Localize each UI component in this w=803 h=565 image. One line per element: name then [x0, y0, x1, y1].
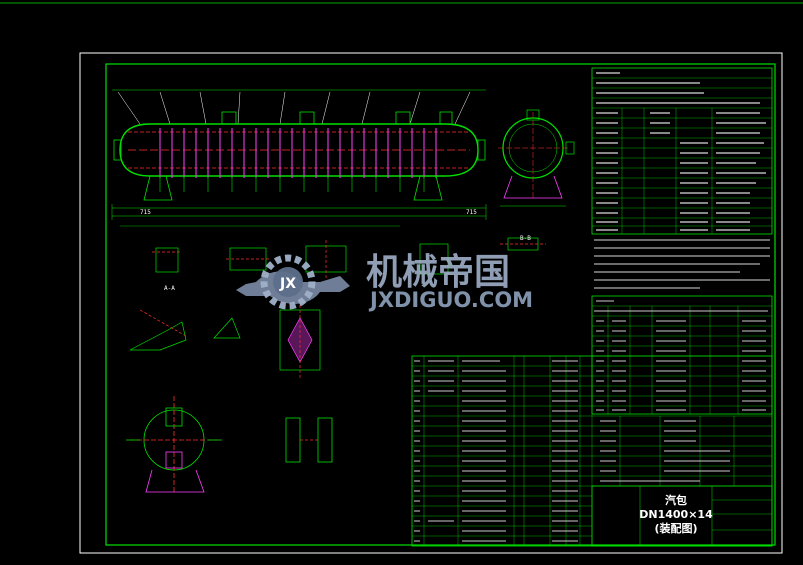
dim-right: 715 [466, 209, 477, 216]
watermark-cn: 机械帝国 [366, 252, 510, 293]
drawing-title: 汽包 [665, 493, 687, 507]
outer-sheet-frame [79, 52, 783, 554]
logo-text: JX [279, 276, 296, 292]
section-view-bottom [126, 396, 333, 493]
dim-left: 715 [140, 209, 151, 216]
watermark-en: JXDIGUO.COM [368, 288, 533, 312]
drawing-spec: DN1400×14 [639, 508, 713, 521]
section-b-label: B-B [520, 235, 531, 242]
vessel-shell [119, 123, 479, 177]
vessel-elevation-view: 715 715 [111, 89, 487, 220]
drawing-border [105, 63, 776, 546]
section-a-label: A-A [164, 285, 175, 292]
bill-of-materials [411, 355, 773, 547]
title-block: 汽包 DN1400×14 (装配图) [591, 485, 773, 547]
detail-views-middle [129, 300, 321, 378]
detail-views-top [120, 225, 546, 278]
gear-icon: JX [236, 254, 350, 310]
spec-table [591, 67, 773, 235]
nozzle-table [591, 295, 773, 415]
technical-notes [594, 239, 770, 289]
drawing-type: (装配图) [654, 521, 697, 535]
watermark: JX 机械帝国 JXDIGUO.COM [236, 252, 533, 312]
vessel-end-view [498, 109, 575, 207]
